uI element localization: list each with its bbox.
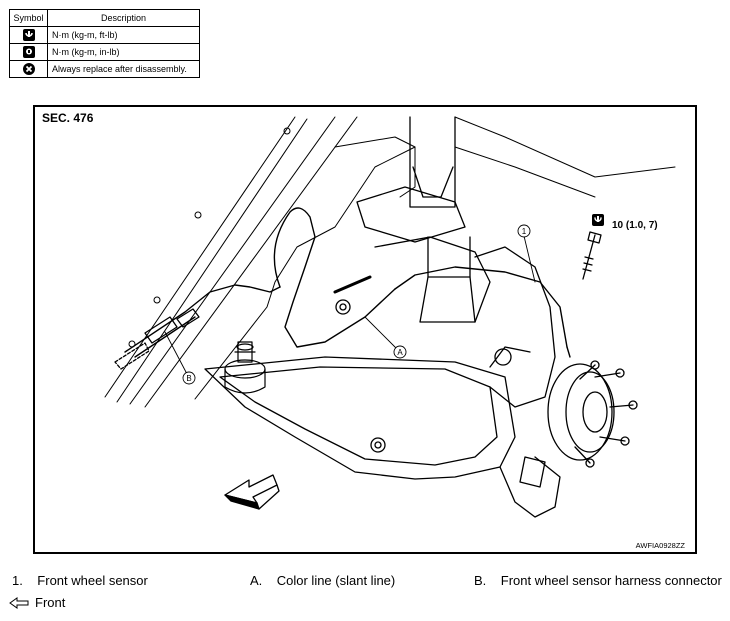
legend-key: A.: [250, 573, 263, 588]
torque-ft-lb-icon: [592, 214, 604, 226]
callout-circles: [182, 224, 531, 385]
symbol-table: Symbol Description N·m (kg-m, ft-lb) N·m…: [9, 9, 200, 78]
symbol-description: N·m (kg-m, in-lb): [47, 43, 200, 61]
legend-item: 1. Front wheel sensor: [12, 573, 148, 588]
torque-value: 10 (1.0, 7): [612, 220, 658, 231]
section-label: SEC. 476: [42, 111, 94, 125]
knuckle-hub: [474, 246, 638, 488]
description-header: Description: [47, 9, 200, 27]
callout-lines: [164, 235, 536, 375]
ball-joint: [224, 341, 266, 394]
symbol-description: Always replace after disassembly.: [47, 60, 200, 78]
front-arrow-icon: [224, 474, 280, 510]
color-line: [333, 275, 372, 294]
wheel-sensor-cable: [124, 207, 571, 358]
front-legend: Front: [9, 595, 65, 610]
figure-code: AWFIA0928ZZ: [635, 541, 685, 550]
legend-text: Front wheel sensor harness connector: [500, 573, 722, 588]
legend-text: Front wheel sensor: [37, 573, 148, 588]
legend-key: 1.: [12, 573, 23, 588]
chassis-outline: [104, 116, 676, 408]
torque-ft-lb-icon: [9, 26, 48, 44]
callout-1: 1: [522, 227, 527, 236]
legend-item: A. Color line (slant line): [250, 573, 395, 588]
callout-b: B: [186, 374, 191, 383]
legend-key: B.: [474, 573, 487, 588]
strut: [356, 116, 491, 323]
symbol-description: N·m (kg-m, ft-lb): [47, 26, 200, 44]
legend-text: Color line (slant line): [276, 573, 396, 588]
replace-after-disassembly-icon: [9, 60, 48, 78]
lower-arm: [204, 299, 561, 518]
legend-item: B. Front wheel sensor harness connector: [474, 573, 722, 588]
diagram-frame: 1 A B SEC. 476 10 (1.0, 7) AWFIA0928ZZ: [33, 105, 697, 554]
harness-connector: [114, 308, 200, 370]
suspension-illustration: 1 A B: [104, 116, 676, 518]
torque-in-lb-icon: [9, 43, 48, 61]
callout-a: A: [397, 348, 403, 357]
symbol-header: Symbol: [9, 9, 48, 27]
front-label: Front: [35, 595, 66, 610]
front-arrow-icon: [9, 596, 29, 609]
bolt: [582, 231, 602, 280]
callout-labels: 1 A B: [186, 227, 526, 383]
